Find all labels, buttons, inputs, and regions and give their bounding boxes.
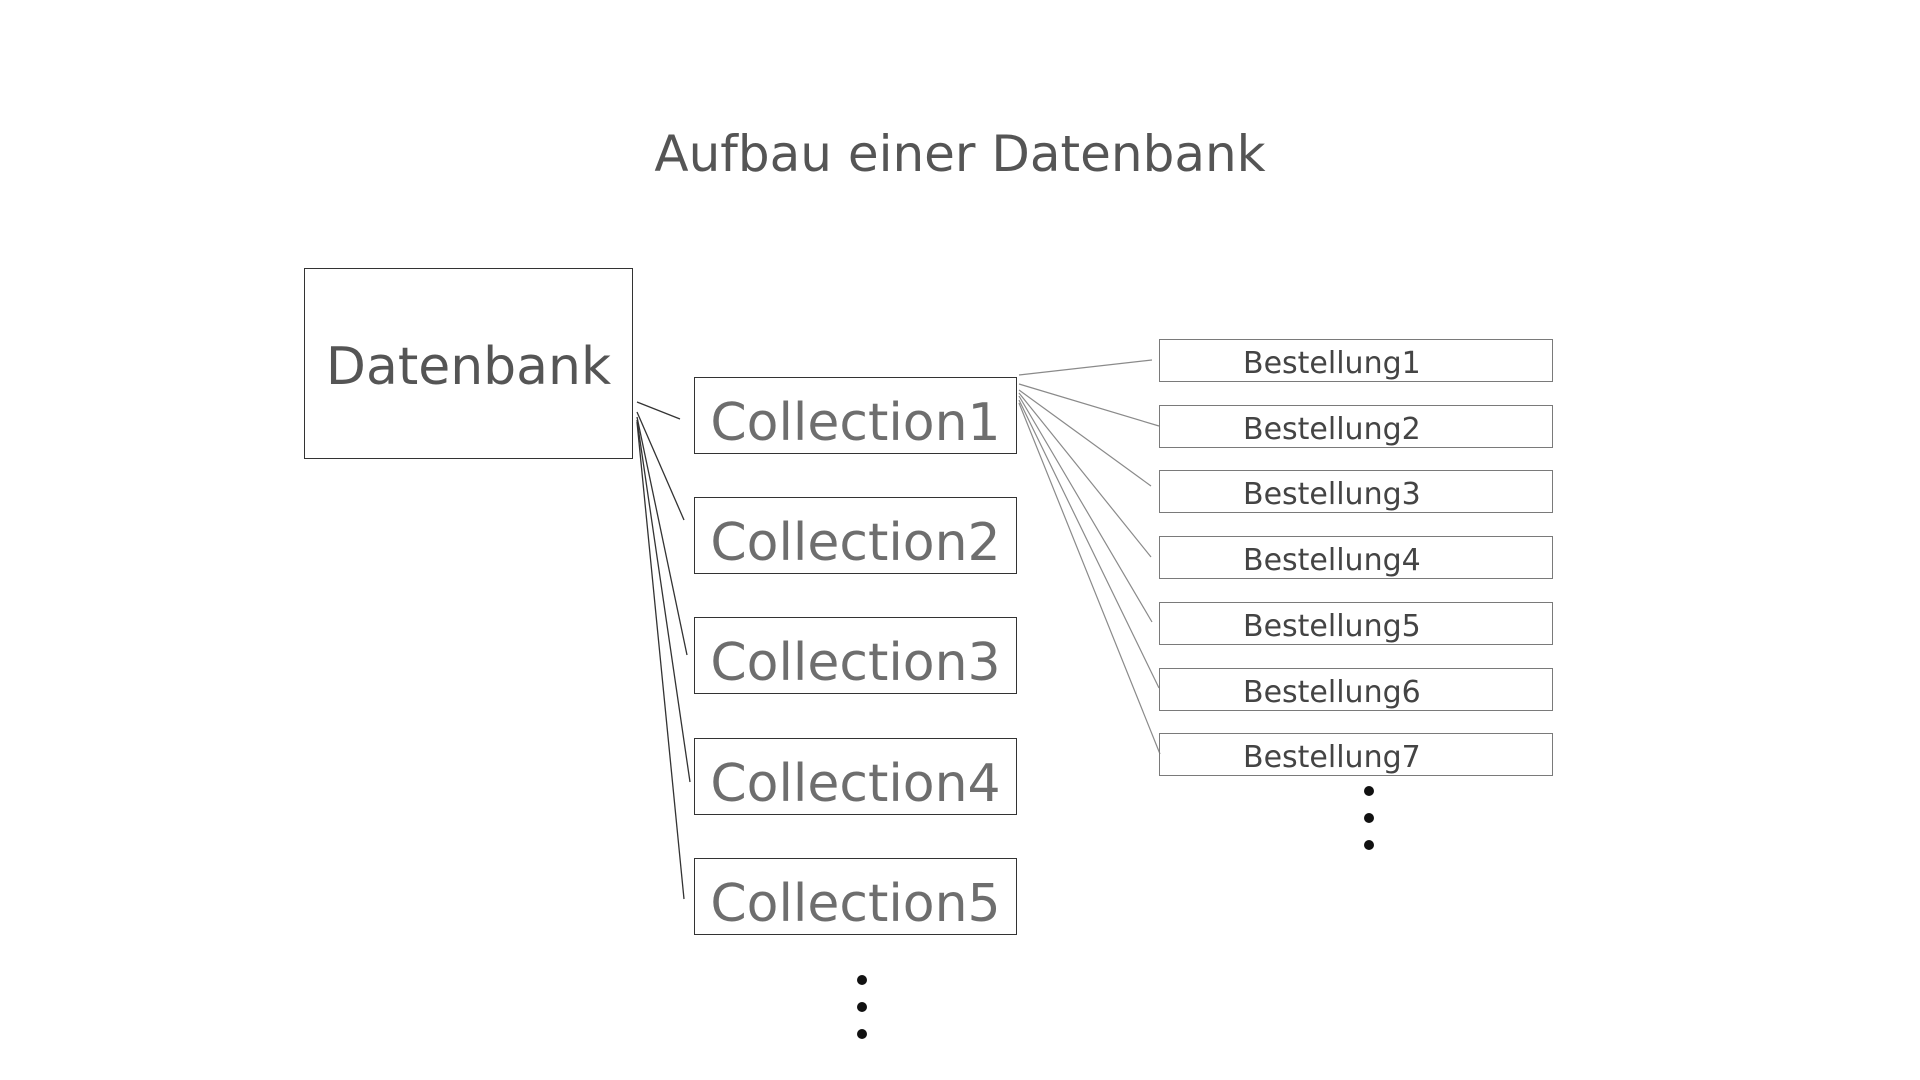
document-label-7: Bestellung7 (1243, 740, 1421, 775)
document-label-1: Bestellung1 (1243, 346, 1421, 381)
document-box-4: Bestellung4 (1159, 536, 1553, 579)
connector-collection1-bestellung1 (1018, 359, 1153, 376)
document-label-2: Bestellung2 (1243, 412, 1421, 447)
database-label: Datenbank (325, 336, 612, 397)
collection-label-3: Collection3 (710, 632, 1001, 693)
connector-collection1-bestellung6 (1018, 399, 1160, 689)
connector-collection1-bestellung2 (1018, 383, 1160, 427)
document-box-3: Bestellung3 (1159, 470, 1553, 513)
document-label-5: Bestellung5 (1243, 609, 1421, 644)
documents-ellipsis (1364, 786, 1376, 850)
collection-box-3: Collection3 (694, 617, 1017, 694)
collection-label-5: Collection5 (710, 873, 1001, 934)
ellipsis-dot (1364, 813, 1374, 823)
ellipsis-dot (1364, 786, 1374, 796)
diagram-title: Aufbau einer Datenbank (654, 125, 1266, 183)
connector-collection1-bestellung7 (1018, 402, 1161, 755)
connector-collection1-bestellung3 (1018, 389, 1152, 487)
collections-ellipsis (857, 975, 869, 1039)
ellipsis-dot (857, 975, 867, 985)
connector-db-collection1 (636, 401, 681, 420)
document-box-5: Bestellung5 (1159, 602, 1553, 645)
connector-db-collection4 (636, 419, 691, 783)
ellipsis-dot (857, 1002, 867, 1012)
collection-box-2: Collection2 (694, 497, 1017, 574)
database-box: Datenbank (304, 268, 633, 459)
document-box-7: Bestellung7 (1159, 733, 1553, 776)
document-box-2: Bestellung2 (1159, 405, 1553, 448)
document-box-1: Bestellung1 (1159, 339, 1553, 382)
collection-label-1: Collection1 (710, 392, 1001, 453)
connector-collection1-bestellung5 (1018, 395, 1153, 623)
document-label-3: Bestellung3 (1243, 477, 1421, 512)
document-label-6: Bestellung6 (1243, 675, 1421, 710)
ellipsis-dot (857, 1029, 867, 1039)
collection-label-4: Collection4 (710, 753, 1001, 814)
collection-box-4: Collection4 (694, 738, 1017, 815)
collection-label-2: Collection2 (710, 512, 1001, 573)
connector-db-collection2 (636, 411, 685, 521)
document-label-4: Bestellung4 (1243, 543, 1421, 578)
collection-box-5: Collection5 (694, 858, 1017, 935)
document-box-6: Bestellung6 (1159, 668, 1553, 711)
ellipsis-dot (1364, 840, 1374, 850)
connector-collection1-bestellung4 (1018, 392, 1152, 558)
connector-db-collection5 (636, 421, 685, 900)
collection-box-1: Collection1 (694, 377, 1017, 454)
connector-db-collection3 (636, 416, 688, 656)
